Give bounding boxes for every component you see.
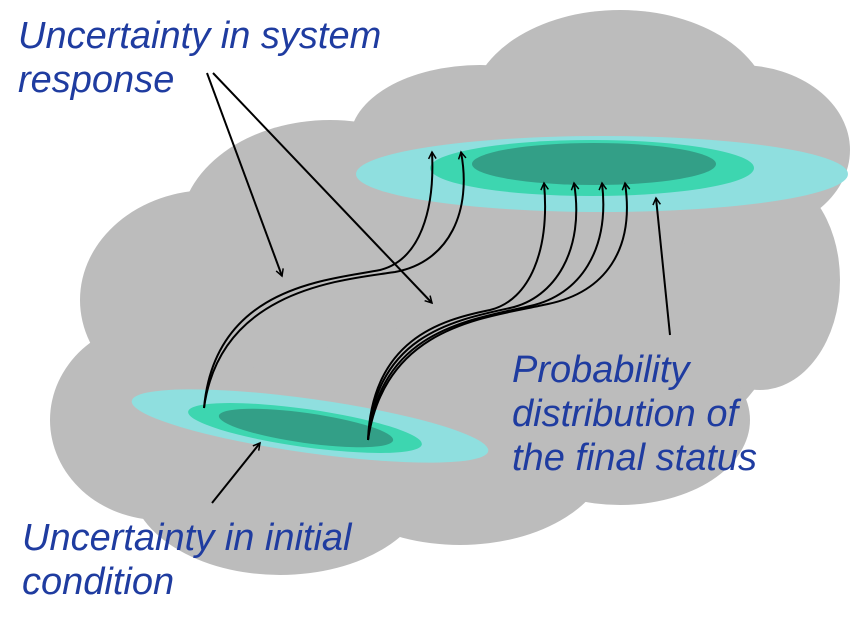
final-status-line-3: the final status — [512, 437, 758, 479]
trajectory-arrow — [203, 152, 464, 409]
initial-condition-line-1: Uncertainty in initial — [22, 517, 352, 559]
system-response-pointer — [206, 72, 282, 276]
final-status-line-2: distribution of — [512, 393, 739, 435]
system-response-pointer — [212, 72, 432, 303]
trajectory-arrow — [203, 152, 432, 409]
initial-condition-pointer — [211, 443, 260, 504]
final-status-distribution — [356, 136, 848, 212]
final-status-pointer — [656, 198, 671, 336]
trajectory-arrow — [367, 183, 545, 441]
initial-condition-distribution — [131, 389, 489, 463]
initial-condition-label: Uncertainty in initial condition — [22, 516, 351, 604]
initial-condition-line-2: condition — [22, 561, 175, 603]
system-response-line-2: response — [18, 59, 175, 101]
trajectory-arrow — [367, 183, 576, 441]
final-inner-core — [472, 143, 716, 185]
system-response-label: Uncertainty in system response — [18, 14, 381, 102]
trajectory-arrow — [367, 183, 627, 441]
callout-arrows — [206, 72, 671, 504]
system-response-line-1: Uncertainty in system — [18, 15, 382, 57]
initial-inner-core — [218, 408, 394, 448]
final-status-label: Probability distribution of the final st… — [512, 348, 757, 480]
trajectory-arrow — [367, 183, 603, 441]
final-status-line-1: Probability — [512, 349, 690, 391]
response-trajectories — [203, 152, 627, 441]
